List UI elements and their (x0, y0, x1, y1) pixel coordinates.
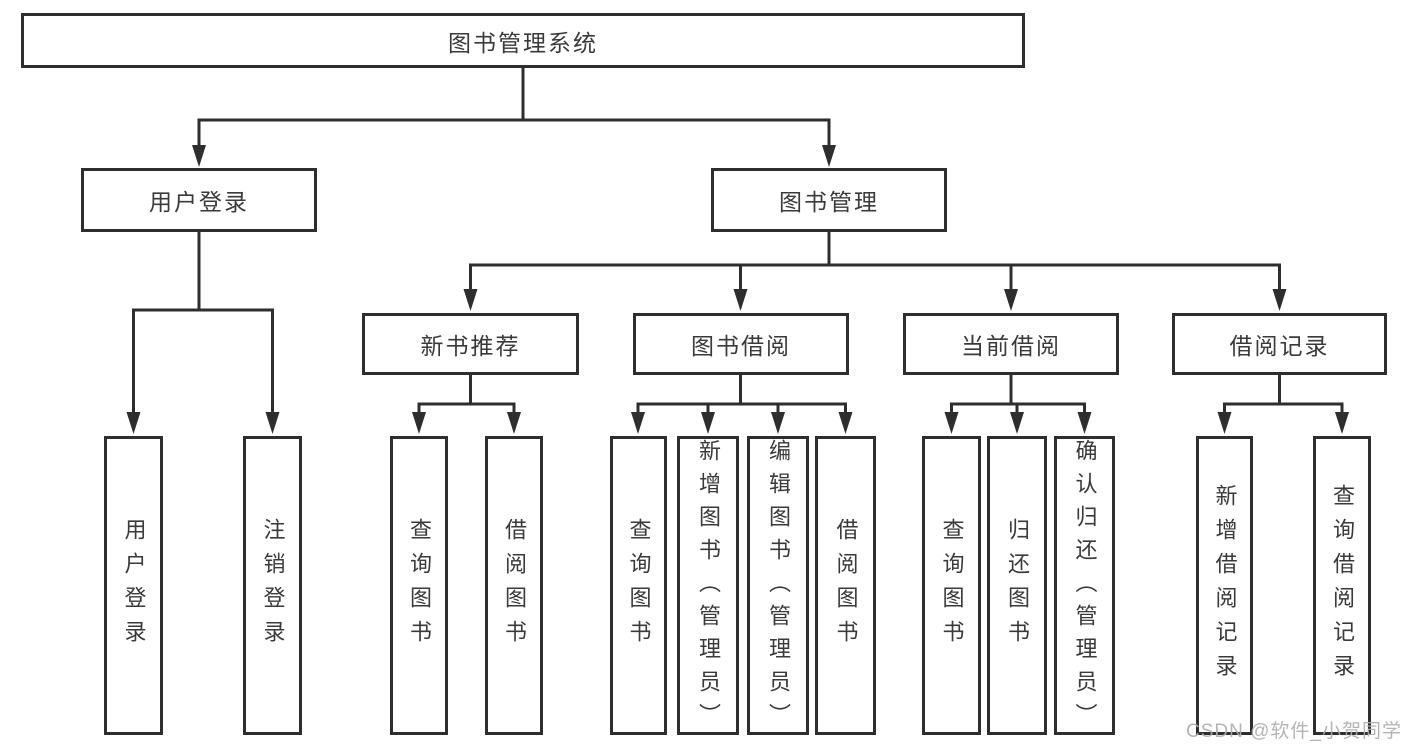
node-label: 注销登录 (260, 517, 286, 654)
node-label: 图书管理系统 (448, 29, 598, 56)
leaf-query-books-borrow: 查询图书 (610, 436, 667, 735)
node-label: 新增图书（管理员） (696, 439, 721, 736)
node-new-book-recommend: 新书推荐 (362, 313, 579, 375)
node-label: 确认归还（管理员） (1072, 439, 1098, 736)
leaf-edit-book-admin: 编辑图书（管理员） (747, 436, 809, 736)
leaf-user-login: 用户登录 (104, 436, 163, 735)
node-book-borrow: 图书借阅 (633, 313, 849, 375)
leaf-borrow-books: 借阅图书 (815, 436, 876, 735)
node-library-management-system: 图书管理系统 (21, 13, 1025, 68)
node-label: 查询图书 (407, 517, 432, 654)
node-label: 当前借阅 (961, 333, 1061, 359)
node-label: 用户登录 (121, 517, 147, 654)
leaf-return-books: 归还图书 (987, 436, 1047, 735)
node-label: 新增借阅记录 (1212, 483, 1238, 688)
node-label: 新书推荐 (420, 333, 521, 359)
node-user-login: 用户登录 (81, 168, 317, 232)
node-borrow-records: 借阅记录 (1172, 313, 1387, 375)
node-label: 借阅图书 (502, 517, 527, 654)
node-label: 借阅图书 (833, 517, 859, 654)
leaf-add-borrow-record: 新增借阅记录 (1196, 436, 1253, 735)
node-label: 借阅记录 (1229, 333, 1330, 359)
csdn-watermark: CSDN @软件_小贺同学 (1186, 721, 1402, 742)
node-label: 查询图书 (626, 517, 652, 654)
node-current-borrow: 当前借阅 (903, 313, 1119, 375)
leaf-borrow-books-recommend: 借阅图书 (485, 436, 543, 735)
node-label: 用户登录 (149, 189, 249, 215)
node-label: 编辑图书（管理员） (766, 439, 791, 736)
leaf-confirm-return-admin: 确认归还（管理员） (1054, 436, 1115, 736)
leaf-query-books-current: 查询图书 (922, 436, 981, 735)
leaf-query-books-recommend: 查询图书 (390, 436, 448, 735)
leaf-query-borrow-record: 查询借阅记录 (1313, 436, 1371, 735)
node-label: 查询借阅记录 (1330, 483, 1355, 688)
leaf-logout: 注销登录 (243, 436, 302, 735)
node-book-management: 图书管理 (711, 168, 947, 232)
node-label: 归还图书 (1005, 517, 1030, 654)
node-label: 查询图书 (939, 517, 965, 654)
leaf-add-book-admin: 新增图书（管理员） (677, 436, 739, 736)
node-label: 图书借阅 (691, 333, 791, 359)
node-label: 图书管理 (779, 189, 879, 215)
